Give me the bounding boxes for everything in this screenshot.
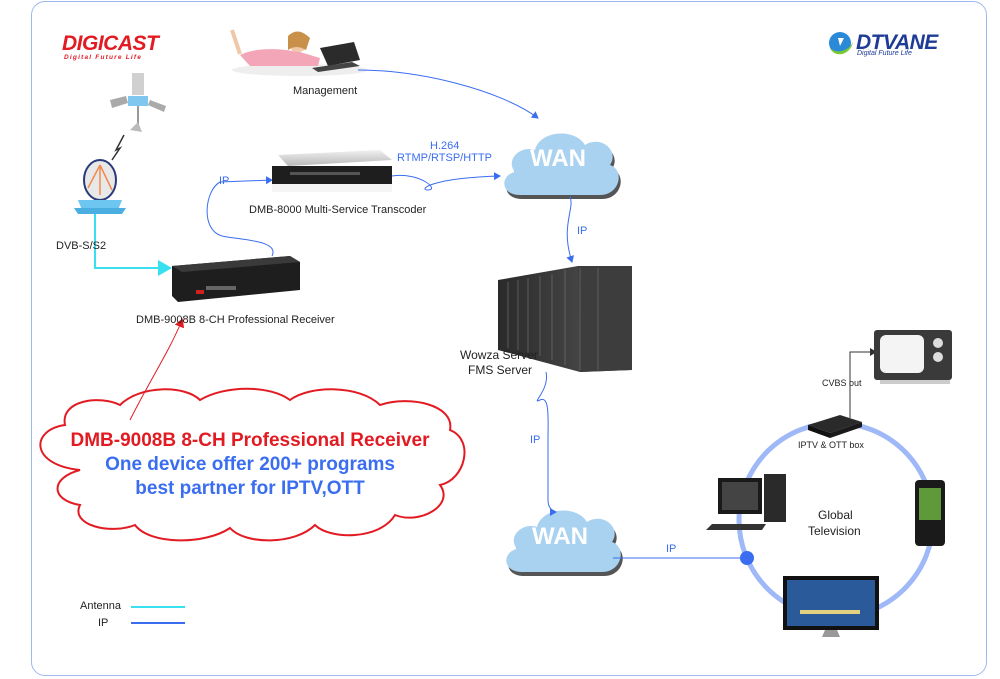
flat-tv — [783, 576, 879, 637]
server-label-fms: FMS Server — [468, 363, 533, 377]
digicast-tagline: Digital Future Life — [64, 54, 143, 61]
legend-ip-label: IP — [98, 617, 109, 629]
server-label-wowza: Wowza Server — [460, 348, 538, 362]
wan-cloud-top — [504, 133, 621, 199]
transcoder-label: DMB-8000 Multi-Service Transcoder — [249, 204, 427, 216]
cvbs-label: CVBS out — [822, 378, 862, 388]
ip-label-receiver-transcoder: IP — [219, 175, 230, 187]
ip-label-wan-server: IP — [577, 225, 588, 237]
satellite-dish-icon — [74, 159, 126, 214]
callout-cloud — [39, 387, 466, 542]
antenna-link — [94, 214, 172, 276]
stream-link-transcoder-wan — [391, 172, 501, 191]
server-rack — [498, 266, 632, 372]
dtvane-logo: DTVANE — [826, 30, 938, 56]
dvb-input-label: DVB-S/S2 — [56, 240, 107, 252]
digicast-logo: DIGICAST Digital Future Life — [62, 32, 159, 61]
dtvane-swoosh-icon — [829, 32, 853, 55]
callout-line-2: One device offer 200+ programs — [105, 454, 395, 475]
callout-title: DMB-9008B 8-CH Professional Receiver — [70, 430, 430, 451]
ip-label-wan-clients: IP — [666, 543, 677, 555]
transcoder-device — [272, 150, 392, 192]
dtvane-brand: DTVANE — [856, 31, 938, 54]
callout-text: DMB-9008B 8-CH Professional Receiver One… — [40, 430, 460, 500]
dtvane-tagline: Digital Future Life — [857, 50, 912, 57]
retro-tv — [874, 330, 952, 384]
wan-bottom-label: WAN — [532, 523, 588, 550]
cvbs-link — [849, 348, 877, 418]
protocol-label-codec: H.264 — [430, 140, 460, 152]
global-tv-label-2: Television — [808, 524, 861, 538]
ring-junction — [740, 551, 754, 565]
ip-link-server-wan — [536, 371, 557, 516]
receiver-label: DMB-9008B 8-CH Professional Receiver — [136, 314, 335, 326]
digicast-brand: DIGICAST — [62, 32, 159, 55]
wan-top-label: WAN — [530, 145, 586, 172]
ott-box-device — [808, 415, 862, 438]
satellite-icon — [110, 73, 166, 161]
management-illustration — [230, 29, 368, 76]
ott-box-label: IPTV & OTT box — [798, 440, 864, 450]
global-tv-label-1: Global — [818, 508, 853, 522]
callout-line-3: best partner for IPTV,OTT — [135, 478, 365, 499]
ip-link-wan-server — [566, 195, 574, 263]
ip-label-server-wan: IP — [530, 434, 541, 446]
wan-cloud-bottom — [506, 510, 623, 576]
callout-pointer — [129, 318, 185, 421]
receiver-device — [172, 256, 300, 302]
desktop-pc — [706, 474, 786, 530]
mobile-phone — [915, 480, 945, 546]
protocol-label-streams: RTMP/RTSP/HTTP — [397, 152, 492, 164]
diagram-frame — [31, 1, 987, 676]
legend-antenna-label: Antenna — [80, 600, 121, 612]
management-link — [357, 69, 539, 119]
management-label: Management — [293, 85, 358, 97]
ip-link-receiver-transcoder — [206, 176, 274, 257]
